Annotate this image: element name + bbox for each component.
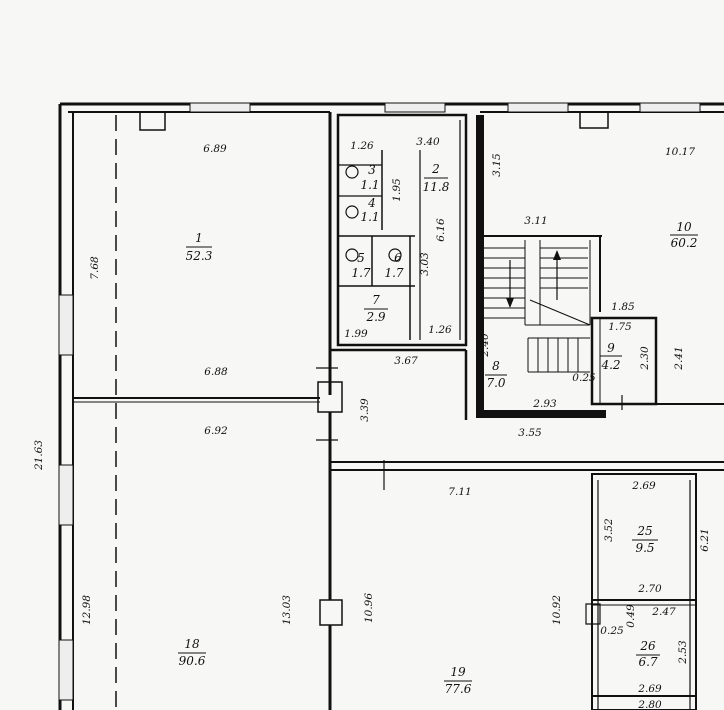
dim-label: 1.99 — [344, 328, 368, 340]
dim-label: 10.17 — [665, 146, 695, 158]
dim-label: 7.68 — [89, 256, 101, 280]
dim-label: 2.30 — [639, 346, 651, 371]
room-1-area: 52.3 — [186, 249, 213, 263]
dim-label: 1.26 — [350, 140, 374, 152]
room-9-area: 4.2 — [600, 358, 620, 372]
dim-label: 1.95 — [391, 178, 403, 202]
room-9-number: 9 — [607, 341, 615, 355]
dim-label: 3.55 — [518, 427, 542, 439]
room-18-number: 18 — [184, 637, 200, 651]
dim-label: 6.16 — [435, 218, 447, 242]
dim-label: 1.85 — [611, 301, 635, 313]
room-8-area: 7.0 — [486, 376, 505, 390]
dim-label: 3.39 — [359, 398, 371, 422]
room-5-area: 1.7 — [351, 266, 370, 280]
room-labels: 1 52.3 2 11.8 3 1.1 4 1.1 5 1.7 6 1.7 7 … — [178, 162, 698, 696]
room-4-number: 4 — [367, 196, 376, 210]
dim-label: 1.26 — [428, 324, 452, 336]
dim-label: 0.49 — [625, 604, 637, 628]
dim-label: 10.92 — [551, 595, 563, 625]
room-10-area: 60.2 — [671, 236, 698, 250]
room-7-number: 7 — [372, 293, 380, 307]
room-25-area: 9.5 — [635, 541, 654, 555]
dim-label: 0.25 — [572, 372, 596, 384]
room-4-area: 1.1 — [360, 210, 379, 224]
room-6-area: 1.7 — [384, 266, 403, 280]
dim-label: 3.15 — [491, 153, 503, 177]
room-19-number: 19 — [450, 665, 466, 679]
room-6-number: 6 — [394, 251, 402, 265]
room-25-number: 25 — [636, 524, 652, 538]
dim-label: 2.80 — [637, 699, 662, 710]
dim-label: 2.69 — [631, 480, 656, 492]
dim-label: 3.52 — [603, 518, 615, 542]
room-2-number: 2 — [431, 162, 440, 176]
room-19-area: 77.6 — [445, 682, 472, 696]
dim-label: 6.21 — [699, 528, 711, 551]
dim-label: 2.93 — [532, 398, 557, 410]
dimension-labels: 21.63 6.89 7.68 6.88 1.26 3.40 1.95 6.16… — [33, 136, 711, 710]
dim-label: 2.40 — [479, 333, 491, 358]
room-3-number: 3 — [368, 163, 376, 177]
dim-label: 6.89 — [203, 143, 227, 155]
room-18-area: 90.6 — [179, 654, 206, 668]
dim-label: 2.47 — [651, 606, 676, 618]
room-2-area: 11.8 — [423, 180, 450, 194]
overall-dimension: 21.63 — [33, 440, 45, 471]
dim-label: 3.40 — [416, 136, 440, 148]
room-1-number: 1 — [195, 231, 203, 245]
dim-label: 6.88 — [204, 366, 228, 378]
dim-label: 13.03 — [281, 595, 293, 625]
dim-label: 3.67 — [394, 355, 418, 367]
dim-label: 2.69 — [637, 683, 662, 695]
dim-label: 1.75 — [608, 321, 632, 333]
dim-label: 0.25 — [600, 625, 624, 637]
dim-label: 10.96 — [363, 593, 375, 623]
walls — [58, 102, 724, 710]
room-26-area: 6.7 — [638, 655, 657, 669]
dim-label: 3.11 — [524, 215, 547, 227]
dim-label: 2.53 — [677, 640, 689, 665]
dim-label: 12.98 — [81, 595, 93, 625]
room-26-number: 26 — [639, 639, 656, 653]
room-3-area: 1.1 — [360, 178, 379, 192]
room-10-number: 10 — [676, 220, 692, 234]
room-5-number: 5 — [357, 251, 365, 265]
dim-label: 2.70 — [637, 583, 662, 595]
room-8-number: 8 — [492, 359, 500, 373]
dim-label: 6.92 — [204, 425, 228, 437]
dim-label: 2.41 — [673, 346, 685, 370]
dim-label: 7.11 — [448, 486, 471, 498]
dim-label: 3.03 — [419, 252, 431, 276]
room-7-area: 2.9 — [365, 310, 385, 324]
